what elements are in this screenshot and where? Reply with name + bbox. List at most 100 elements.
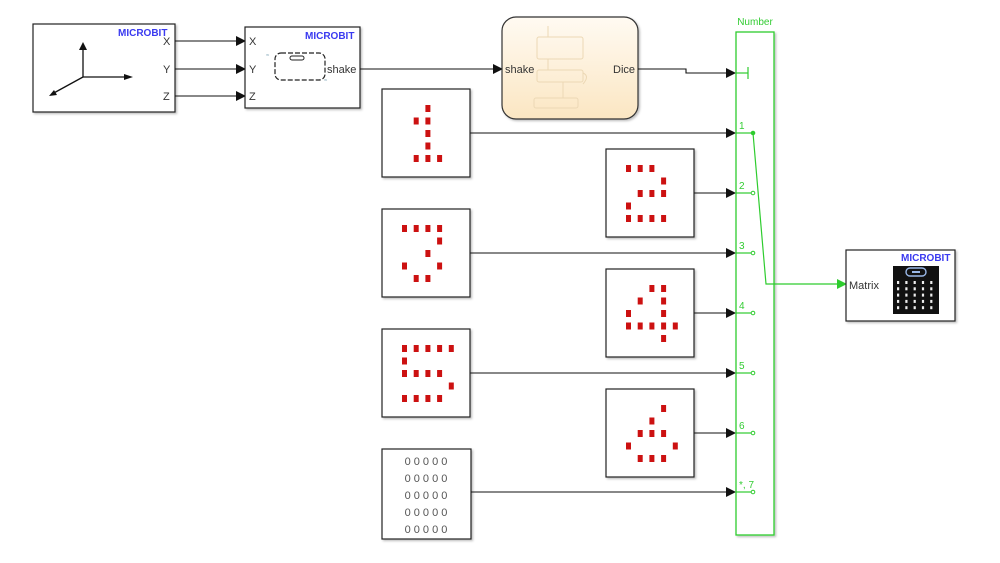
led-on (425, 225, 431, 232)
accel-out-z: Z (163, 91, 170, 103)
led-on (661, 215, 667, 222)
led-on (402, 262, 407, 270)
switch-port-label: 3 (739, 241, 745, 252)
microbit-board-icon (893, 266, 939, 314)
shake-in-y: Y (249, 64, 257, 76)
led-on (649, 417, 655, 425)
digit-block-2[interactable] (605, 148, 695, 238)
led-on (437, 395, 443, 402)
led-on (413, 155, 419, 162)
zero-row: 0 0 0 0 0 (405, 473, 448, 485)
switch-port-label: *, 7 (739, 480, 754, 491)
led-on (402, 225, 407, 232)
digit-block-5[interactable] (381, 328, 471, 418)
shake-in-x: X (249, 36, 257, 48)
led-pattern-1 (413, 105, 443, 162)
led-on (637, 430, 643, 437)
led-on (437, 155, 443, 162)
led-on (649, 165, 655, 172)
switch-port-6: 6 (736, 421, 756, 436)
led-on (672, 322, 678, 330)
led-on (437, 345, 443, 352)
led-on (637, 455, 643, 462)
led-pattern-4 (626, 285, 678, 342)
led-on (637, 215, 643, 222)
zero-matrix-block[interactable]: 0 0 0 0 0 0 0 0 0 0 0 0 0 0 0 0 0 0 0 0 … (381, 448, 472, 540)
led-on (626, 442, 631, 450)
digit-block-4[interactable] (605, 268, 695, 358)
shake-in-z: Z (249, 91, 256, 103)
switch-port-3: 3 (736, 241, 756, 256)
zero-row: 0 0 0 0 0 (405, 507, 448, 519)
switch-port-label: 5 (739, 361, 745, 372)
led-pattern-6 (626, 405, 678, 462)
digit-block-6[interactable] (605, 388, 695, 478)
state-chart-icon (533, 26, 587, 109)
matrix-vendor-label: MICROBIT (901, 253, 950, 264)
accelerometer-block[interactable]: MICROBIT X Y Z (32, 23, 176, 113)
led-on (425, 395, 431, 402)
led-on (425, 130, 431, 137)
led-on (413, 275, 419, 282)
led-on (661, 430, 667, 437)
led-on (649, 322, 655, 330)
led-on (661, 455, 667, 462)
zero-row: 0 0 0 0 0 (405, 456, 448, 468)
led-on (437, 370, 443, 377)
led-on (437, 237, 443, 245)
led-on (425, 105, 431, 112)
led-on (402, 357, 407, 365)
digit-block-3[interactable] (381, 208, 471, 298)
led-on (661, 297, 667, 305)
led-on (425, 275, 431, 282)
led-on (672, 442, 678, 450)
led-on (661, 177, 667, 185)
switch-port-label: 4 (739, 301, 745, 312)
accel-out-y: Y (163, 64, 171, 76)
shake-vendor-label: MICROBIT (305, 31, 354, 42)
digit-block-1[interactable] (381, 88, 471, 178)
shaking-board-icon: ≈ ≈ (266, 52, 328, 84)
led-on (637, 190, 643, 197)
led-on (626, 310, 631, 317)
dice-chart-block[interactable]: shake Dice (501, 16, 639, 120)
led-on (425, 370, 431, 377)
led-on (661, 405, 667, 412)
zero-row: 0 0 0 0 0 (405, 490, 448, 502)
svg-text:≈: ≈ (324, 78, 328, 84)
shake-detect-block[interactable]: MICROBIT X Y Z shake ≈ ≈ (244, 26, 361, 109)
led-on (413, 117, 419, 125)
led-on (626, 202, 631, 210)
led-on (649, 430, 655, 437)
led-on (448, 382, 454, 390)
svg-text:≈: ≈ (266, 53, 270, 59)
led-on (649, 285, 655, 292)
switch-port-4: 4 (736, 301, 756, 316)
led-on (661, 322, 667, 330)
switch-port-2: 2 (736, 181, 756, 196)
led-on (649, 455, 655, 462)
led-on (626, 165, 631, 172)
wire-dice[interactable] (638, 68, 736, 78)
led-on (637, 165, 643, 172)
led-on (437, 225, 443, 232)
led-on (402, 395, 407, 402)
led-on (649, 215, 655, 222)
matrix-in-label: Matrix (849, 280, 879, 292)
axes-icon (49, 42, 133, 96)
led-on (425, 155, 431, 162)
accel-out-x: X (163, 36, 171, 48)
switch-port-label: 1 (739, 121, 745, 132)
led-on (402, 370, 407, 377)
switch-port-5: 5 (736, 361, 756, 376)
led-on (413, 395, 419, 402)
led-on (425, 345, 431, 352)
led-on (661, 190, 667, 197)
chart-in-shake: shake (505, 64, 534, 76)
led-pattern-5 (402, 345, 454, 402)
led-on (626, 215, 631, 222)
led-matrix-block[interactable]: MICROBIT Matrix (845, 249, 956, 322)
zero-row: 0 0 0 0 0 (405, 524, 448, 536)
led-on (425, 142, 431, 150)
